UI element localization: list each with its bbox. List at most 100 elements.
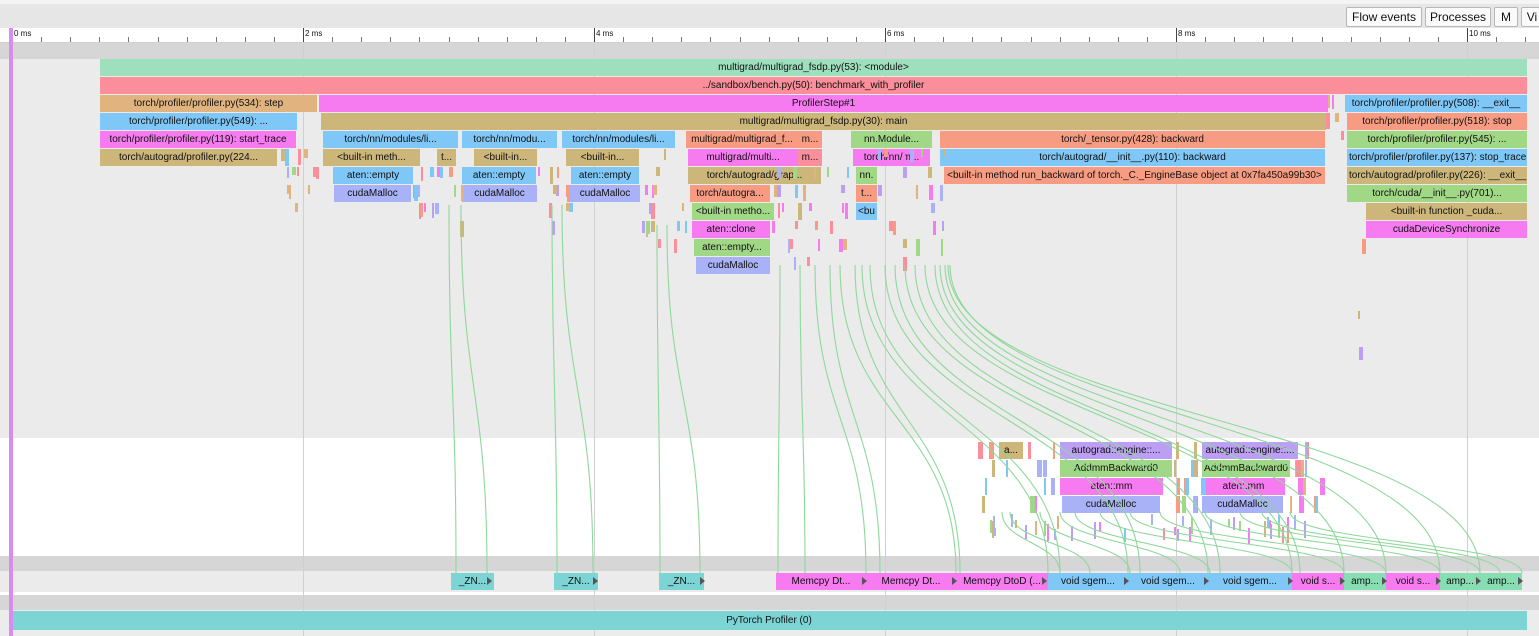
trace-slice-small[interactable]: [1035, 521, 1037, 535]
trace-slice-small[interactable]: [839, 239, 843, 252]
trace-slice-small[interactable]: [1233, 517, 1235, 530]
trace-slice-small[interactable]: [1359, 347, 1363, 360]
trace-slice-amp-1[interactable]: amp...: [1344, 573, 1386, 590]
trace-slice-module[interactable]: multigrad/multigrad_fsdp.py(53): <module…: [100, 59, 1527, 76]
trace-slice-small[interactable]: [815, 221, 818, 230]
trace-slice-small[interactable]: [928, 167, 932, 178]
trace-slice-autograd-prof[interactable]: torch/autograd/profiler.py(224...: [100, 149, 277, 166]
trace-slice-zn-1[interactable]: _ZN...: [451, 573, 494, 590]
trace-slice-a-dots[interactable]: a...: [999, 442, 1023, 459]
trace-slice-small[interactable]: [777, 185, 781, 197]
trace-slice-bu[interactable]: <bu: [856, 203, 877, 220]
trace-slice-voids-2[interactable]: void s...: [1386, 573, 1440, 590]
trace-slice-cudamalloc-4[interactable]: cudaMalloc: [696, 257, 770, 274]
trace-slice-small[interactable]: [1124, 528, 1126, 542]
trace-slice-small[interactable]: [440, 167, 443, 178]
trace-slice-small[interactable]: [1176, 496, 1180, 513]
trace-slice-small[interactable]: [285, 149, 289, 166]
trace-slice-small[interactable]: [893, 221, 896, 235]
trace-slice-step[interactable]: torch/profiler/profiler.py(534): step: [100, 95, 317, 112]
trace-slice-small[interactable]: [1174, 527, 1176, 535]
trace-slice-small[interactable]: [297, 167, 299, 176]
trace-slice-small[interactable]: [461, 185, 464, 201]
trace-slice-nn-li-2[interactable]: torch/nn/modules/li...: [562, 131, 675, 148]
trace-slice-stop-trace[interactable]: torch/profiler/profiler.py(137): stop_tr…: [1347, 149, 1527, 166]
trace-slice-m-dots[interactable]: m...: [798, 131, 822, 148]
trace-slice-small[interactable]: [989, 442, 994, 459]
trace-slice-small[interactable]: [943, 149, 945, 157]
trace-slice-m-dots[interactable]: m...: [798, 149, 822, 166]
trace-slice-small[interactable]: [1278, 522, 1280, 538]
trace-slice-small[interactable]: [418, 185, 420, 197]
trace-slice-small[interactable]: [845, 203, 848, 219]
trace-slice-small[interactable]: [985, 478, 987, 495]
trace-slice-small[interactable]: [1071, 526, 1073, 541]
trace-slice-small[interactable]: [1335, 113, 1339, 122]
trace-slice-small[interactable]: [308, 185, 310, 194]
trace-slice-small[interactable]: [292, 167, 296, 175]
trace-slice-small[interactable]: [978, 442, 983, 459]
trace-slice-small[interactable]: [1194, 442, 1197, 459]
trace-slice-small[interactable]: [1294, 515, 1296, 530]
trace-slice-nn-li-1[interactable]: torch/nn/modules/li...: [323, 131, 458, 148]
trace-slice-small[interactable]: [1287, 517, 1289, 532]
trace-slice-small[interactable]: [649, 203, 651, 214]
trace-slice-small[interactable]: [1163, 528, 1165, 540]
trace-slice-small[interactable]: [903, 167, 907, 178]
trace-slice-small[interactable]: [1047, 524, 1049, 541]
trace-slice-memcpy-1[interactable]: Memcpy Dt...: [776, 573, 866, 590]
trace-slice-small[interactable]: [1057, 516, 1059, 529]
trace-slice-small[interactable]: [1193, 460, 1198, 477]
trace-slice-autograd-prof-exit[interactable]: torch/autograd/profiler.py(226): __exit_…: [1347, 167, 1527, 184]
trace-slice-nn-short[interactable]: nn.: [856, 167, 877, 184]
trace-slice-small[interactable]: [430, 167, 434, 177]
trace-slice-small[interactable]: [567, 185, 570, 202]
trace-slice-small[interactable]: [1044, 478, 1046, 495]
trace-slice-small[interactable]: [653, 185, 657, 195]
trace-slice-small[interactable]: [910, 149, 914, 162]
trace-slice-sgem-3[interactable]: void sgem...: [1208, 573, 1292, 590]
trace-slice-aten-mm-2[interactable]: aten::mm: [1202, 478, 1285, 495]
trace-slice-small[interactable]: [435, 203, 439, 214]
trace-slice-small[interactable]: [287, 185, 290, 194]
trace-slice-small[interactable]: [1290, 496, 1292, 513]
trace-slice-small[interactable]: [553, 185, 557, 194]
trace-slice-p518[interactable]: torch/profiler/profiler.py(518): stop: [1347, 113, 1527, 130]
trace-slice-small[interactable]: [1341, 131, 1344, 140]
view-options-button[interactable]: Vi: [1521, 7, 1539, 27]
trace-slice-small[interactable]: [1043, 460, 1047, 477]
trace-slice-small[interactable]: [557, 167, 559, 178]
trace-slice-small[interactable]: [793, 167, 797, 179]
trace-slice-p545[interactable]: torch/profiler/profiler.py(545): ...: [1347, 131, 1527, 148]
trace-slice-small[interactable]: [664, 149, 666, 160]
trace-slice-small[interactable]: [656, 167, 660, 176]
trace-slice-small[interactable]: [1053, 442, 1055, 459]
trace-slice-autograd-engine-2[interactable]: autograd::engine::...: [1202, 442, 1298, 459]
trace-slice-small[interactable]: [941, 239, 943, 256]
trace-slice-small[interactable]: [1035, 496, 1037, 513]
trace-slice-cudamalloc-5[interactable]: cudaMalloc: [1062, 496, 1160, 513]
trace-slice-small[interactable]: [1201, 478, 1206, 495]
trace-slice-small[interactable]: [798, 203, 802, 220]
trace-slice-small[interactable]: [420, 203, 423, 217]
trace-slice-small[interactable]: [788, 239, 790, 253]
trace-slice-small[interactable]: [1358, 311, 1360, 319]
trace-slice-small[interactable]: [421, 167, 423, 181]
trace-slice-small[interactable]: [1193, 496, 1197, 513]
trace-slice-aten-empty-dots[interactable]: aten::empty...: [694, 239, 770, 256]
trace-slice-small[interactable]: [1307, 442, 1309, 459]
trace-slice-small[interactable]: [841, 185, 845, 193]
trace-slice-aten-mm-1[interactable]: aten::mm: [1060, 478, 1163, 495]
trace-slice-addmm-1[interactable]: AddmmBackward0: [1060, 460, 1172, 477]
trace-slice-small[interactable]: [843, 239, 847, 250]
trace-slice-small[interactable]: [884, 149, 888, 157]
trace-slice-small[interactable]: [437, 167, 440, 177]
trace-slice-small[interactable]: [1332, 95, 1334, 109]
trace-slice-small[interactable]: [646, 221, 650, 234]
trace-slice-memcpy-2[interactable]: Memcpy Dt...: [866, 573, 956, 590]
trace-slice-addmm-2[interactable]: AddmmBackward0: [1202, 460, 1290, 477]
trace-slice-cudamalloc-2[interactable]: cudaMalloc: [462, 185, 537, 202]
trace-slice-small[interactable]: [289, 185, 291, 199]
trace-slice-bench[interactable]: ../sandbox/bench.py(50): benchmark_with_…: [100, 77, 1527, 94]
trace-slice-small[interactable]: [795, 221, 798, 229]
